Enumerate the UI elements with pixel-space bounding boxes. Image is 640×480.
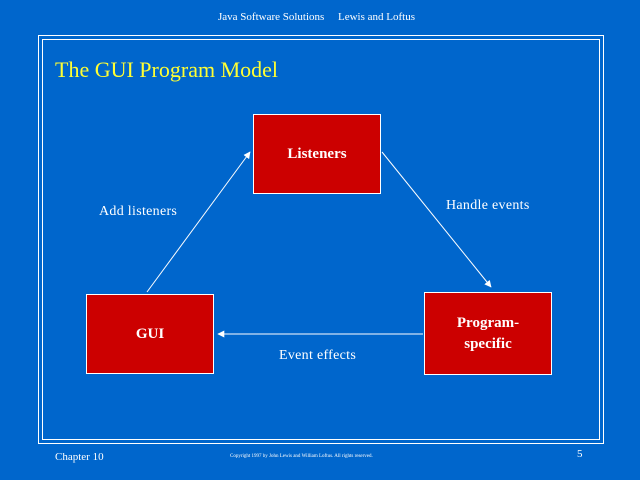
footer-chapter: Chapter 10 [55, 451, 104, 463]
header-authors: Lewis and Loftus [338, 11, 415, 23]
add-listeners-label: Add listeners [99, 204, 178, 219]
header-book-title: Java Software Solutions [218, 11, 325, 23]
slide-header: Java Software Solutions Lewis and Loftus [0, 11, 640, 25]
arrow-listeners-to-program [381, 151, 492, 288]
slide-frame-outer [38, 35, 604, 444]
slide-frame-inner [42, 39, 600, 440]
listeners-box: Listeners [253, 114, 381, 194]
listeners-label: Listeners [287, 145, 347, 162]
arrow-gui-to-listeners [146, 151, 251, 293]
program-label-line1: Program- [456, 314, 520, 331]
slide-title: The GUI Program Model [55, 57, 279, 82]
gui-label: GUI [135, 325, 165, 342]
event-effects-label: Event effects [279, 348, 357, 363]
footer-page-number: 5 [577, 448, 583, 460]
footer-copyright: Copyright 1997 by John Lewis and William… [230, 454, 373, 459]
handle-events-label: Handle events [446, 198, 530, 213]
gui-box: GUI [86, 294, 214, 374]
program-label-line2: specific [464, 335, 512, 352]
program-specific-box: Program- specific [424, 292, 552, 375]
